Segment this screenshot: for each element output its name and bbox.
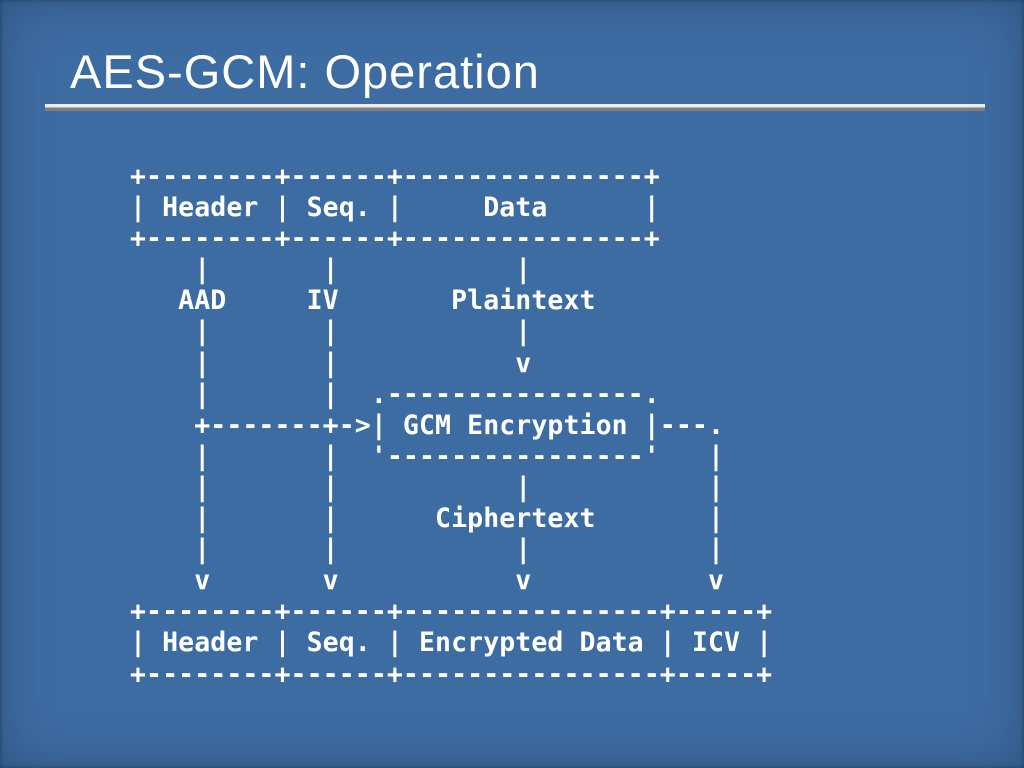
title-underline bbox=[45, 104, 985, 111]
aes-gcm-ascii-diagram: +--------+------+---------------+ | Head… bbox=[130, 161, 773, 690]
slide-title: AES-GCM: Operation bbox=[70, 45, 540, 98]
